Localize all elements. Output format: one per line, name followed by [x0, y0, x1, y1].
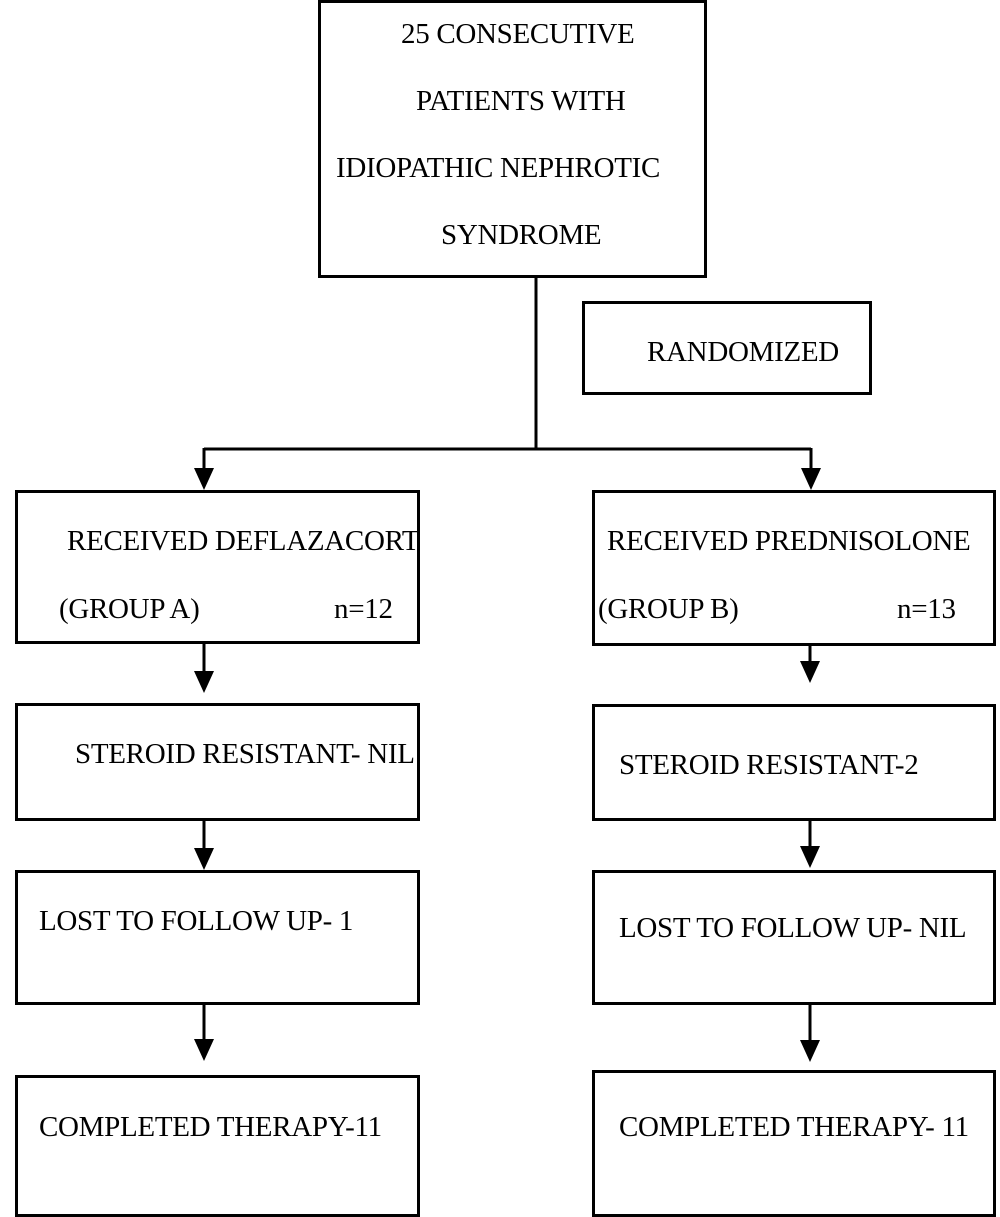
arrow-a-lost-to-completed — [194, 1004, 214, 1061]
group-a-lost-label: LOST TO FOLLOW UP- 1 — [39, 905, 354, 937]
arrow-to-group-a — [194, 448, 214, 490]
group-a-received-label: RECEIVED DEFLAZACORT — [67, 525, 420, 557]
arrow-to-group-b — [801, 448, 821, 490]
group-b-lost-label: LOST TO FOLLOW UP- NIL — [619, 912, 967, 944]
group-a-n-label: n=12 — [334, 593, 393, 625]
randomized-label: RANDOMIZED — [647, 336, 839, 368]
group-a-steroid-resistant-box — [15, 703, 420, 821]
start-box — [318, 0, 707, 278]
start-line-3: IDIOPATHIC NEPHROTIC — [336, 152, 661, 184]
group-b-lost-box — [592, 870, 996, 1005]
group-b-completed-box — [592, 1070, 996, 1217]
group-b-group-label: (GROUP B) — [598, 593, 739, 625]
group-a-received-box — [15, 490, 420, 644]
arrow-a-received-to-resistant — [194, 644, 214, 693]
group-a-lost-box — [15, 870, 420, 1005]
group-b-received-box — [592, 490, 996, 646]
group-b-n-label: n=13 — [897, 593, 956, 625]
arrow-b-received-to-resistant — [800, 646, 820, 683]
group-a-steroid-resistant-label: STEROID RESISTANT- NIL — [75, 738, 415, 770]
arrow-b-lost-to-completed — [800, 1004, 820, 1062]
arrow-a-resistant-to-lost — [194, 820, 214, 870]
start-line-4: SYNDROME — [441, 219, 602, 251]
start-line-1: 25 CONSECUTIVE — [401, 18, 635, 50]
group-b-steroid-resistant-label: STEROID RESISTANT-2 — [619, 749, 919, 781]
start-line-2: PATIENTS WITH — [416, 85, 626, 117]
group-a-completed-label: COMPLETED THERAPY-11 — [39, 1111, 382, 1143]
group-a-group-label: (GROUP A) — [59, 593, 200, 625]
group-b-completed-label: COMPLETED THERAPY- 11 — [619, 1111, 969, 1143]
arrow-b-resistant-to-lost — [800, 820, 820, 868]
group-a-completed-box — [15, 1075, 420, 1217]
group-b-received-label: RECEIVED PREDNISOLONE — [607, 525, 971, 557]
randomized-box — [582, 301, 872, 395]
group-b-steroid-resistant-box — [592, 704, 996, 821]
